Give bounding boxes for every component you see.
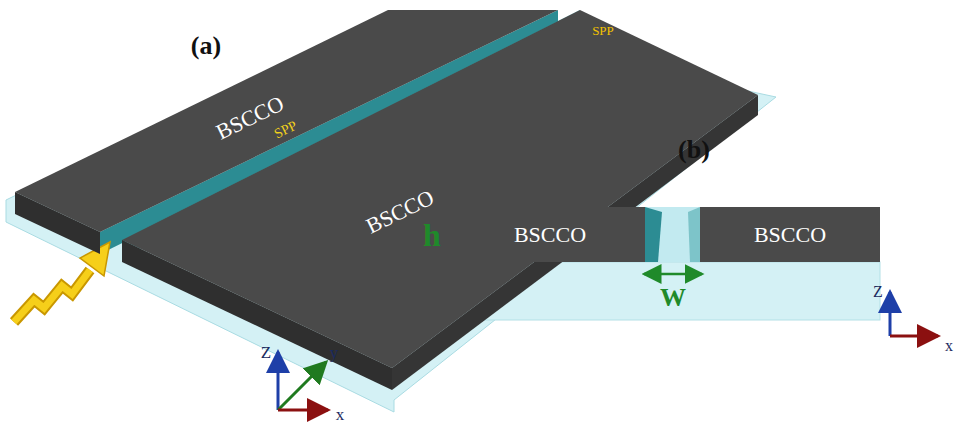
dimension-label: W: [660, 285, 686, 311]
spp-label: SPP: [592, 24, 614, 37]
slab-outline: [122, 10, 762, 392]
axis-label: Z: [873, 284, 883, 300]
bscco-slab: BSCCO: [455, 207, 645, 262]
material-label: BSCCO: [754, 222, 826, 248]
bscco-slab: BSCCO: [700, 207, 880, 262]
panel-label: (a): [191, 33, 221, 59]
bscco-slab: BSCCO: [122, 10, 762, 392]
material-label: BSCCO: [514, 222, 586, 248]
axis-label: y: [330, 344, 339, 361]
panel-label: (b): [678, 137, 710, 163]
axis-label: Z: [261, 344, 271, 361]
axis-label: x: [336, 406, 345, 423]
dimension-label: h: [423, 219, 441, 251]
axis-label: x: [945, 338, 953, 354]
